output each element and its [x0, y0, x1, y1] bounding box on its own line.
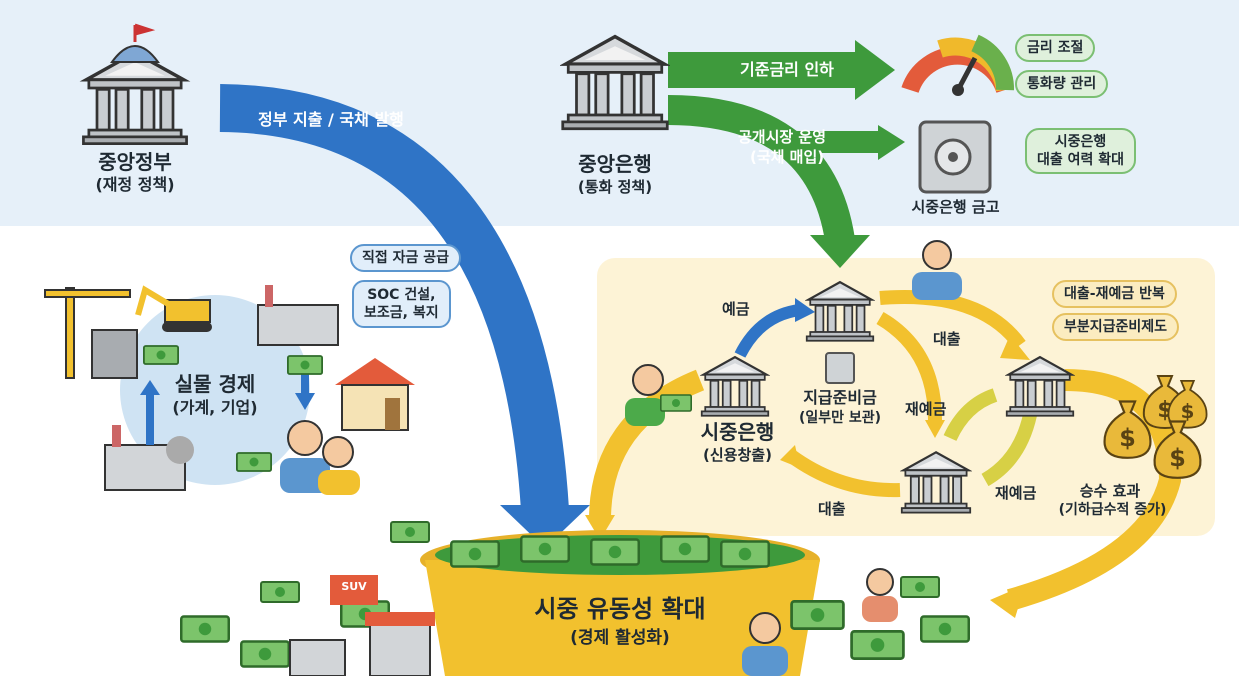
multiplier-subtitle: (기하급수적 증가) [1058, 502, 1167, 518]
real-economy-subtitle: (가계, 기업) [172, 398, 258, 417]
vault-label: 시중은행 금고 [911, 198, 1000, 216]
reserve-title: 지급준비금 [803, 388, 877, 407]
loan-arrow-1 [879, 290, 1026, 350]
flag-icon [133, 23, 156, 42]
soc-line2: 보조금, 복지 [364, 305, 439, 322]
person-icon-woman [862, 568, 898, 622]
deposit-label: 예금 [722, 300, 750, 318]
redeposit-label-1: 재예금 [905, 400, 947, 418]
factory-icon-2 [104, 425, 194, 491]
redeposit-label-2: 재예금 [995, 484, 1037, 502]
person-icon [912, 240, 962, 300]
left-gold-arrow [589, 369, 705, 521]
lending-pill-line2: 대출 여력 확대 [1037, 152, 1125, 169]
soc-bubble: SOC 건설, 보조금, 복지 [352, 280, 451, 329]
rate-gauge-icon [901, 34, 1014, 96]
gov-flow-label: 정부 지출 / 국채 발행 [258, 110, 404, 129]
shop-icon [289, 575, 435, 676]
person-with-cash-icon [625, 364, 692, 426]
government-title: 중앙정부 [98, 150, 172, 174]
rate-control-pill: 금리 조절 [1015, 34, 1096, 63]
money-supply-pill: 통화량 관리 [1015, 70, 1109, 99]
lending-pill-line1: 시중은행 [1054, 134, 1107, 150]
reserve-subtitle: (일부만 보관) [798, 410, 882, 426]
loan-label-2: 대출 [818, 500, 846, 518]
gov-spending-arrow [219, 84, 569, 512]
deposit-arrow [734, 304, 801, 358]
omo-label-line1: 공개시장 운영 [738, 128, 827, 146]
factory-icon [257, 285, 339, 346]
real-economy-title: 실물 경제 [174, 372, 256, 396]
commercial-bank-title: 시중은행 [700, 420, 775, 444]
reserve-safe-icon [825, 352, 855, 384]
excavator-icon [135, 285, 212, 332]
central-bank-subtitle: (통화 정책) [577, 178, 653, 196]
family-icon [280, 420, 360, 495]
dome-icon [110, 45, 160, 63]
multiplier-title: 승수 효과 [1079, 482, 1141, 500]
direct-funding-pill: 직접 자금 공급 [350, 244, 462, 273]
rate-arrow [668, 52, 858, 88]
crane-icon [44, 287, 131, 379]
redeposit-arrow-1 [876, 311, 942, 421]
loan-arrow-2 [785, 449, 901, 498]
person-icon-bottom [742, 612, 788, 676]
loan-redeposit-pill: 대출-재예금 반복 [1052, 280, 1177, 309]
multiplier-arrow [1006, 369, 1182, 611]
government-subtitle: (재정 정책) [95, 175, 175, 194]
liquidity-title: 시중 유동성 확대 [534, 595, 706, 623]
gov-arrow-head [500, 505, 590, 548]
rate-arrow-label: 기준금리 인하 [740, 60, 834, 79]
omo-arrow [667, 95, 855, 243]
omo-label-line2: (국채 매입) [750, 148, 825, 166]
soc-line1: SOC 건설, [367, 287, 436, 303]
commercial-bank-subtitle: (신용창출) [703, 446, 772, 464]
loan-label-1: 대출 [933, 330, 961, 348]
building-icon [91, 329, 138, 379]
house-icon [335, 358, 415, 431]
shop-sign: SUV [341, 580, 367, 593]
liquidity-subtitle: (경제 활성화) [570, 628, 670, 648]
vault-icon [918, 120, 992, 194]
central-bank-title: 중앙은행 [578, 152, 652, 176]
fractional-reserve-pill: 부분지급준비제도 [1052, 313, 1180, 342]
